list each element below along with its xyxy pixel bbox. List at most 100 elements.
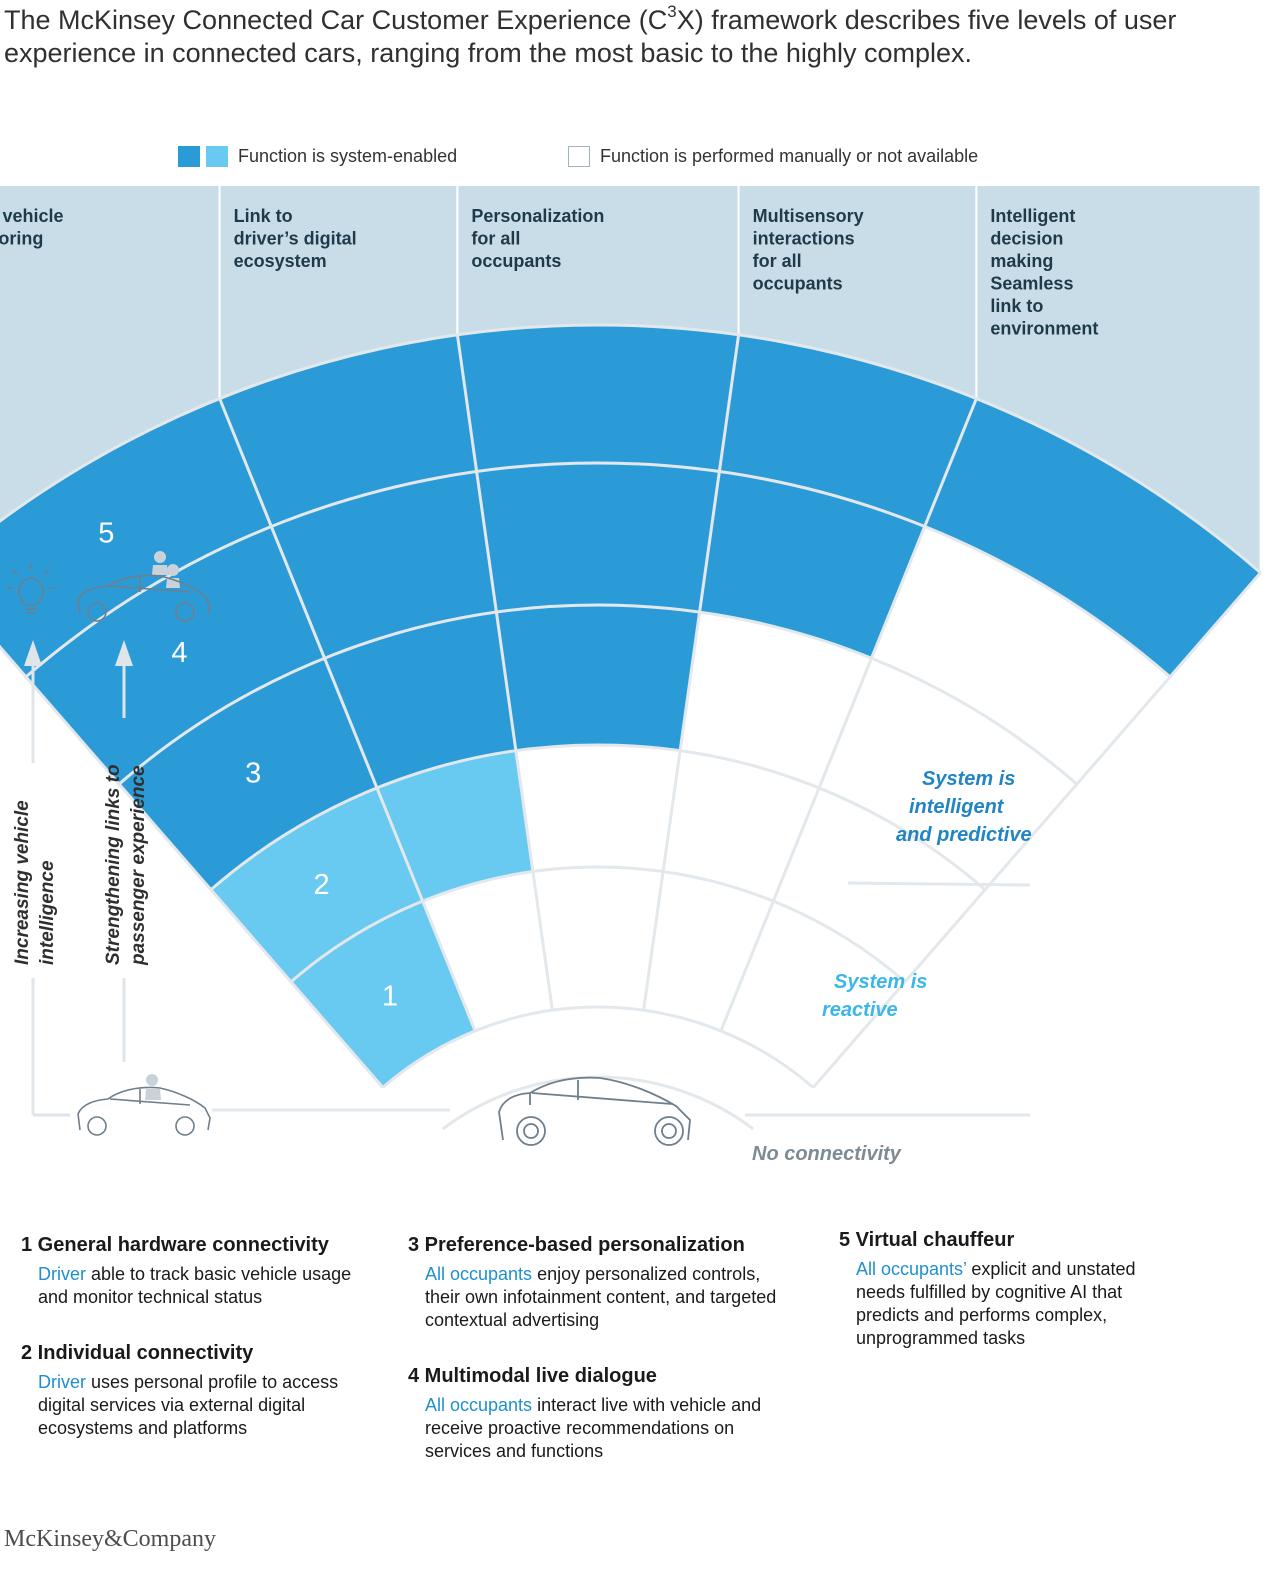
annotation-intelligent-predictive: System is intelligent and predictive	[896, 768, 1032, 846]
lightbulb-icon	[6, 563, 56, 614]
level-5-body: All occupants’ explicit and unstated nee…	[839, 1258, 1184, 1350]
annotation-reactive: System is reactive	[822, 971, 927, 1021]
grid-spoke	[812, 571, 1262, 1089]
legend-manual: Function is performed manually or not av…	[568, 145, 978, 167]
legend-enabled-label: Function is system-enabled	[238, 145, 458, 166]
level-number: 5	[98, 518, 114, 550]
level-2-heading: 2 Individual connectivity	[21, 1342, 254, 1364]
level-cell-empty	[515, 744, 681, 872]
column-label: Basic vehiclemonitoring	[0, 206, 63, 249]
level-number: 1	[382, 981, 398, 1013]
legend-dark-swatch	[178, 145, 200, 167]
level-cell-group	[0, 324, 1261, 1088]
level-cell-filled	[25, 526, 325, 785]
grid-spoke	[455, 334, 554, 1011]
level-1-description: 1 General hardware connectivity Driver a…	[21, 1234, 381, 1309]
title-superscript: 3	[667, 2, 677, 21]
level-1-highlight: Driver	[38, 1264, 86, 1284]
grid-arc	[0, 323, 1262, 574]
level-cell-filled	[219, 334, 477, 527]
level-5-text: explicit and unstated needs fulfilled by…	[856, 1259, 1136, 1348]
level-1-text: able to track basic vehicle usage and mo…	[38, 1264, 352, 1307]
level-cell-filled	[271, 471, 497, 659]
car-with-passengers-icon	[77, 551, 211, 622]
level-4-description: 4 Multimodal live dialogue All occupants…	[408, 1365, 798, 1463]
level-cell-filled	[719, 334, 977, 527]
svg-text:System is: System is	[922, 768, 1015, 790]
axis-label-passenger-links: Strengthening links to passenger experie…	[103, 759, 149, 966]
level-2-highlight: Driver	[38, 1372, 86, 1392]
level-cell-empty	[532, 867, 664, 1011]
level-number-group: 1 2 3 4 5	[98, 518, 398, 1013]
level-cell-empty	[680, 612, 872, 788]
mckinsey-logo: McKinsey&Company	[4, 1526, 216, 1552]
legend-manual-label: Function is performed manually or not av…	[600, 145, 979, 166]
level-cell-filled	[377, 750, 533, 902]
level-3-heading: 3 Preference-based personalization	[408, 1234, 745, 1256]
grid-arc	[24, 461, 1172, 679]
annotation-no-connectivity: No connectivity	[752, 1143, 902, 1165]
svg-text:System is: System is	[834, 971, 927, 993]
svg-text:and predictive: and predictive	[896, 824, 1032, 846]
axis-arrows	[24, 640, 450, 1117]
level-1-body: Driver able to track basic vehicle usage…	[21, 1263, 381, 1309]
level-4-heading: 4 Multimodal live dialogue	[408, 1365, 657, 1387]
grid-arc	[118, 603, 1078, 786]
level-3-description: 3 Preference-based personalization All o…	[408, 1234, 798, 1332]
svg-text:reactive: reactive	[822, 999, 898, 1021]
level-cell-filled	[0, 398, 272, 677]
level-2-body: Driver uses personal profile to access d…	[21, 1371, 381, 1440]
title-text-start: The McKinsey Connected Car Customer Expe…	[4, 5, 668, 35]
svg-text:intelligent: intelligent	[909, 796, 1005, 818]
grid-line-group	[0, 323, 1262, 1131]
level-cell-filled	[699, 471, 925, 659]
threshold-line-intelligent	[847, 881, 1031, 887]
level-4-body: All occupants interact live with vehicle…	[408, 1394, 798, 1463]
level-cell-filled	[457, 324, 739, 472]
level-cell-empty	[819, 658, 1077, 890]
level-number: 3	[245, 757, 261, 789]
grid-arc	[290, 865, 906, 983]
level-5-heading: 5 Virtual chauffeur	[839, 1229, 1015, 1251]
level-3-text: enjoy personalized controls, their own i…	[425, 1264, 777, 1330]
grid-spoke	[0, 644, 384, 1089]
legend-empty-swatch	[568, 145, 590, 167]
grid-spoke	[218, 397, 477, 1032]
grid-arc	[209, 743, 987, 891]
grid-arc	[381, 1005, 815, 1089]
inner-car-arc	[441, 1075, 755, 1131]
level-cell-empty	[773, 788, 986, 982]
level-3-body: All occupants enjoy personalized control…	[408, 1263, 798, 1332]
level-4-text: interact live with vehicle and receive p…	[425, 1395, 762, 1461]
grid-spoke	[719, 397, 978, 1032]
level-cell-filled	[210, 788, 423, 982]
level-cell-filled	[119, 658, 377, 890]
page-title: The McKinsey Connected Car Customer Expe…	[4, 2, 1269, 70]
car-icon	[498, 1076, 691, 1146]
car-with-driver-icon	[77, 1074, 211, 1136]
level-cell-filled	[324, 612, 516, 788]
level-2-text: uses personal profile to access digital …	[38, 1372, 339, 1438]
level-cell-empty	[422, 871, 553, 1031]
level-4-highlight: All occupants	[425, 1395, 533, 1415]
level-cell-empty	[871, 526, 1171, 785]
level-5-highlight: All occupants’	[856, 1259, 967, 1279]
level-number: 4	[171, 637, 187, 669]
level-number: 2	[314, 869, 330, 901]
grid-spoke	[642, 334, 741, 1011]
level-cell-filled	[924, 398, 1261, 677]
title-text-end: X) framework describes five levels of us…	[4, 5, 1177, 68]
axis-label-vehicle-intelligence: Increasing vehicle intelligence	[12, 795, 58, 965]
level-cell-filled	[496, 604, 700, 751]
level-cell-empty	[643, 871, 774, 1031]
legend-light-swatch	[206, 145, 228, 167]
level-2-description: 2 Individual connectivity Driver uses pe…	[21, 1342, 381, 1440]
level-5-description: 5 Virtual chauffeur All occupants’ expli…	[839, 1229, 1184, 1350]
level-1-heading: 1 General hardware connectivity	[21, 1234, 329, 1256]
level-cell-filled	[476, 463, 720, 613]
